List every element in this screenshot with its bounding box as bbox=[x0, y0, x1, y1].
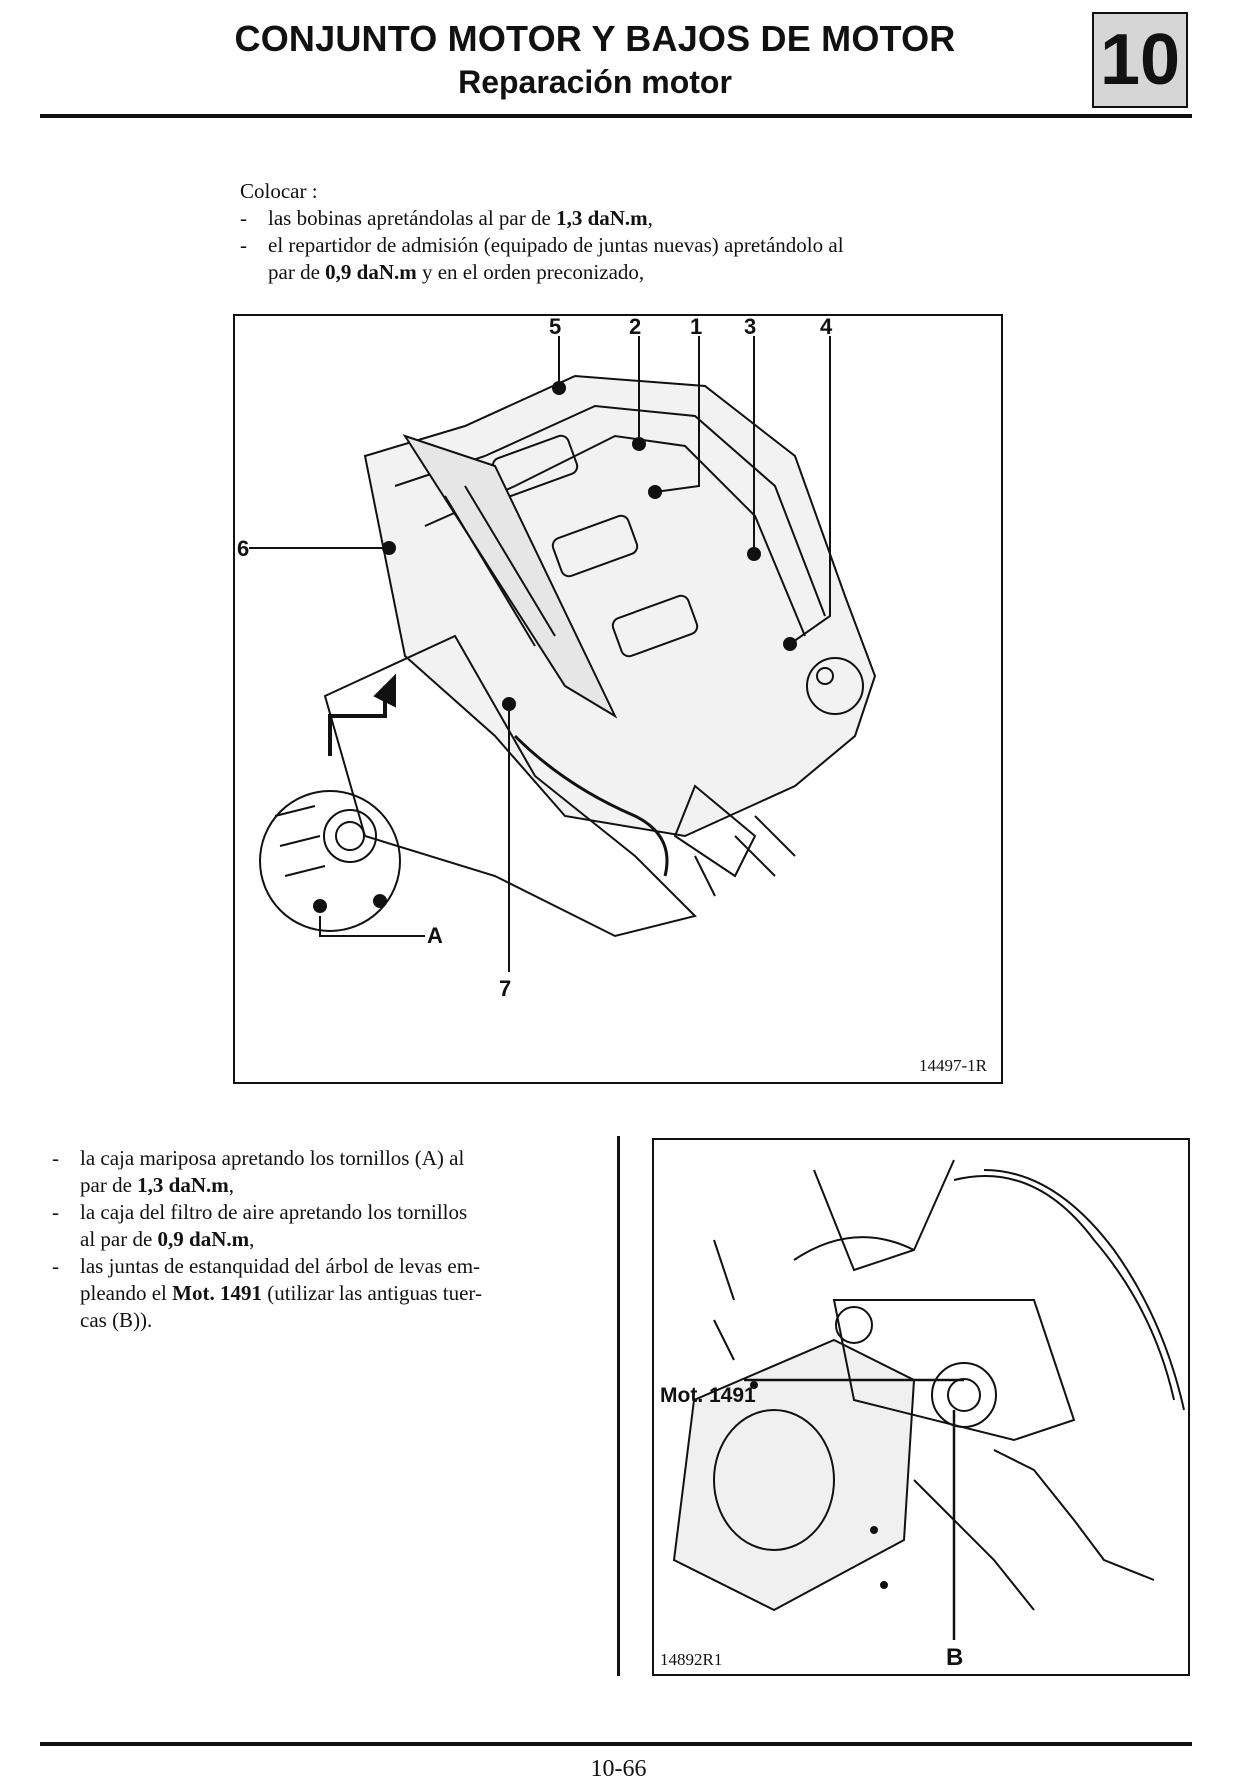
callout-6: 6 bbox=[237, 536, 250, 561]
tool-label-mot-1491: Mot. 1491 bbox=[660, 1384, 756, 1407]
page-number: 10-66 bbox=[590, 1756, 647, 1782]
intro-item-2-cont: par de 0,9 daN.m y en el orden preconiza… bbox=[268, 260, 645, 284]
callout-a: A bbox=[427, 923, 443, 948]
callout-2: 2 bbox=[629, 314, 642, 339]
intro-item-1: -las bobinas apretándolas al par de 1,3 … bbox=[240, 206, 653, 230]
callout-b: B bbox=[946, 1644, 964, 1671]
column-divider bbox=[617, 1136, 620, 1676]
callout-3: 3 bbox=[744, 314, 757, 339]
camshaft-seal-figure: Mot. 1491 B 14892R1 bbox=[652, 1138, 1190, 1676]
engine-manifold-drawing bbox=[249, 336, 877, 972]
intro-paragraph: Colocar : -las bobinas apretándolas al p… bbox=[240, 178, 980, 286]
camshaft-seal-drawing bbox=[672, 1159, 1185, 1640]
page-subtitle: Reparación motor bbox=[458, 64, 732, 100]
intro-lead: Colocar : bbox=[240, 179, 318, 203]
header-rule bbox=[40, 114, 1192, 118]
footer-rule bbox=[40, 1742, 1192, 1746]
callout-7: 7 bbox=[499, 976, 512, 1001]
intro-item-2: -el repartidor de admisión (equipado de … bbox=[240, 233, 844, 257]
callout-5: 5 bbox=[549, 314, 562, 339]
figure1-reference: 14497-1R bbox=[919, 1056, 987, 1075]
step-item: -la caja mariposa apretando los tornillo… bbox=[52, 1146, 465, 1197]
engine-manifold-figure: 5 2 1 3 4 6 A 7 14497-1R bbox=[233, 314, 1003, 1084]
section-number-box: 10 bbox=[1092, 12, 1188, 108]
steps-list: -la caja mariposa apretando los tornillo… bbox=[52, 1145, 572, 1334]
figure2-reference: 14892R1 bbox=[660, 1650, 723, 1669]
callout-4: 4 bbox=[820, 314, 833, 339]
callout-1: 1 bbox=[690, 314, 703, 339]
step-item: -la caja del filtro de aire apretando lo… bbox=[52, 1200, 468, 1251]
step-item: -las juntas de estanquidad del árbol de … bbox=[52, 1254, 482, 1332]
page-title: CONJUNTO MOTOR Y BAJOS DE MOTOR bbox=[234, 18, 956, 59]
